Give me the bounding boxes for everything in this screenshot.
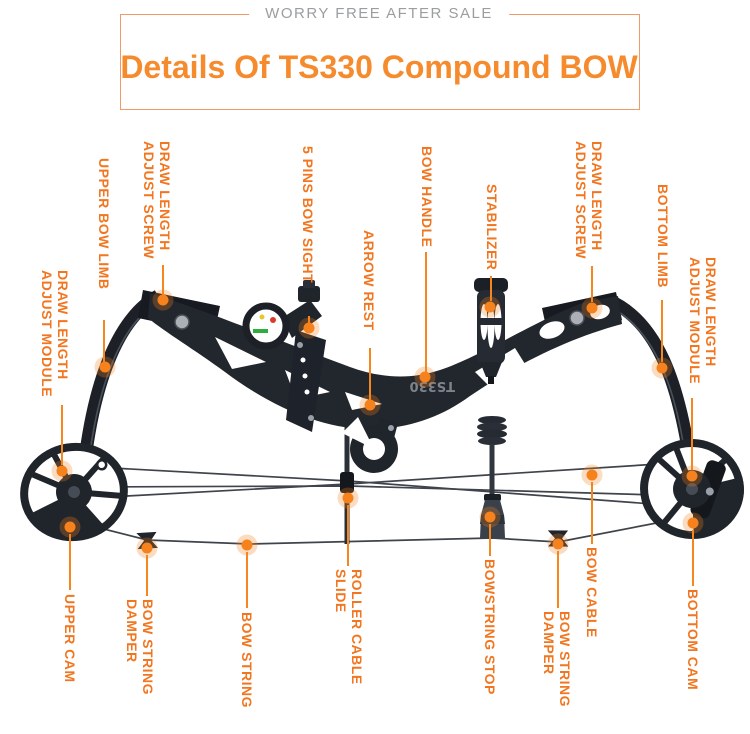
leader-bow-cable bbox=[591, 482, 593, 544]
dot-five-pins-bow-sight bbox=[303, 322, 315, 334]
dot-draw-length-adjust-screw-right bbox=[586, 302, 598, 314]
dot-upper-bow-limb bbox=[99, 361, 111, 373]
dot-draw-length-adjust-module-left bbox=[56, 465, 68, 477]
stabilizer-part bbox=[474, 278, 508, 384]
dot-bow-string-damper-left bbox=[141, 542, 153, 554]
leader-draw-length-adjust-module-left bbox=[61, 405, 63, 465]
label-bow-string-damper-left: BOW STRING DAMPER bbox=[124, 599, 156, 695]
dot-bow-cable bbox=[586, 469, 598, 481]
bow-sight bbox=[242, 280, 326, 432]
dot-draw-length-adjust-screw-left bbox=[157, 294, 169, 306]
leader-upper-cam bbox=[69, 534, 71, 590]
riser-model-text: TS330 bbox=[410, 378, 455, 393]
label-roller-cable-slide: ROLLER CABLE SLIDE bbox=[333, 569, 365, 685]
label-bowstring-stop: BOWSTRING STOP bbox=[482, 559, 498, 695]
label-bow-cable: BOW CABLE bbox=[584, 547, 600, 638]
leader-roller-cable-slide bbox=[347, 505, 349, 566]
dot-bow-handle bbox=[419, 371, 431, 383]
bottom-cam-wheel bbox=[640, 438, 744, 540]
dot-stabilizer bbox=[484, 301, 496, 313]
label-draw-length-adjust-screw-left: DRAW LENGTH ADJUST SCREW bbox=[141, 141, 173, 260]
label-bottom-cam: BOTTOM CAM bbox=[685, 589, 701, 691]
label-draw-length-adjust-screw-right: DRAW LENGTH ADJUST SCREW bbox=[573, 141, 605, 260]
dot-upper-cam bbox=[64, 521, 76, 533]
label-upper-cam: UPPER CAM bbox=[62, 594, 78, 683]
leader-bow-string-damper-left bbox=[146, 555, 148, 596]
leader-bottom-cam bbox=[692, 530, 694, 586]
after-sale-tagline: WORRY FREE AFTER SALE bbox=[249, 5, 509, 22]
leader-bow-handle bbox=[425, 252, 427, 372]
leader-stabilizer bbox=[490, 276, 492, 301]
leader-draw-length-adjust-module-right bbox=[691, 398, 693, 470]
page-title: Details Of TS330 Compound BOW bbox=[120, 49, 638, 85]
leader-draw-length-adjust-screw-right bbox=[591, 266, 593, 302]
bow-strings bbox=[69, 461, 693, 545]
string-dampers bbox=[136, 530, 569, 550]
label-bow-string-damper-right: BOW STRING DAMPER bbox=[541, 611, 573, 707]
label-bow-handle: BOW HANDLE bbox=[419, 146, 435, 248]
label-arrow-rest: ARROW REST bbox=[361, 230, 377, 331]
dot-bottom-cam bbox=[687, 517, 699, 529]
leader-arrow-rest bbox=[369, 348, 371, 400]
leader-bow-string bbox=[246, 552, 248, 608]
leader-upper-bow-limb bbox=[103, 320, 105, 362]
dot-bow-string-damper-right bbox=[552, 538, 564, 550]
label-stabilizer: STABILIZER bbox=[484, 184, 500, 271]
dot-roller-cable-slide bbox=[342, 492, 354, 504]
dot-bow-string bbox=[241, 539, 253, 551]
leader-bottom-limb bbox=[661, 300, 663, 362]
label-bottom-limb: BOTTOM LIMB bbox=[655, 184, 671, 289]
leader-bowstring-stop bbox=[489, 524, 491, 556]
bowstring-stop-assembly bbox=[477, 416, 507, 538]
label-draw-length-adjust-module-left: DRAW LENGTH ADJUST MODULE bbox=[39, 270, 71, 398]
leader-bow-string-damper-right bbox=[557, 551, 559, 608]
label-five-pins-bow-sight: 5 PINS BOW SIGHT bbox=[300, 146, 316, 284]
roller-cable-slide-block bbox=[340, 472, 354, 493]
dot-draw-length-adjust-module-right bbox=[686, 470, 698, 482]
dot-arrow-rest bbox=[364, 399, 376, 411]
leader-draw-length-adjust-screw-left bbox=[162, 265, 164, 296]
label-draw-length-adjust-module-right: DRAW LENGTH ADJUST MODULE bbox=[687, 257, 719, 385]
label-bow-string: BOW STRING bbox=[239, 612, 255, 708]
arrow-rest-part bbox=[342, 417, 398, 473]
leader-five-pins-bow-sight bbox=[308, 316, 310, 323]
dot-bottom-limb bbox=[656, 362, 668, 374]
upper-cam-wheel bbox=[20, 442, 128, 542]
label-upper-bow-limb: UPPER BOW LIMB bbox=[96, 158, 112, 290]
dot-bowstring-stop bbox=[484, 511, 496, 523]
